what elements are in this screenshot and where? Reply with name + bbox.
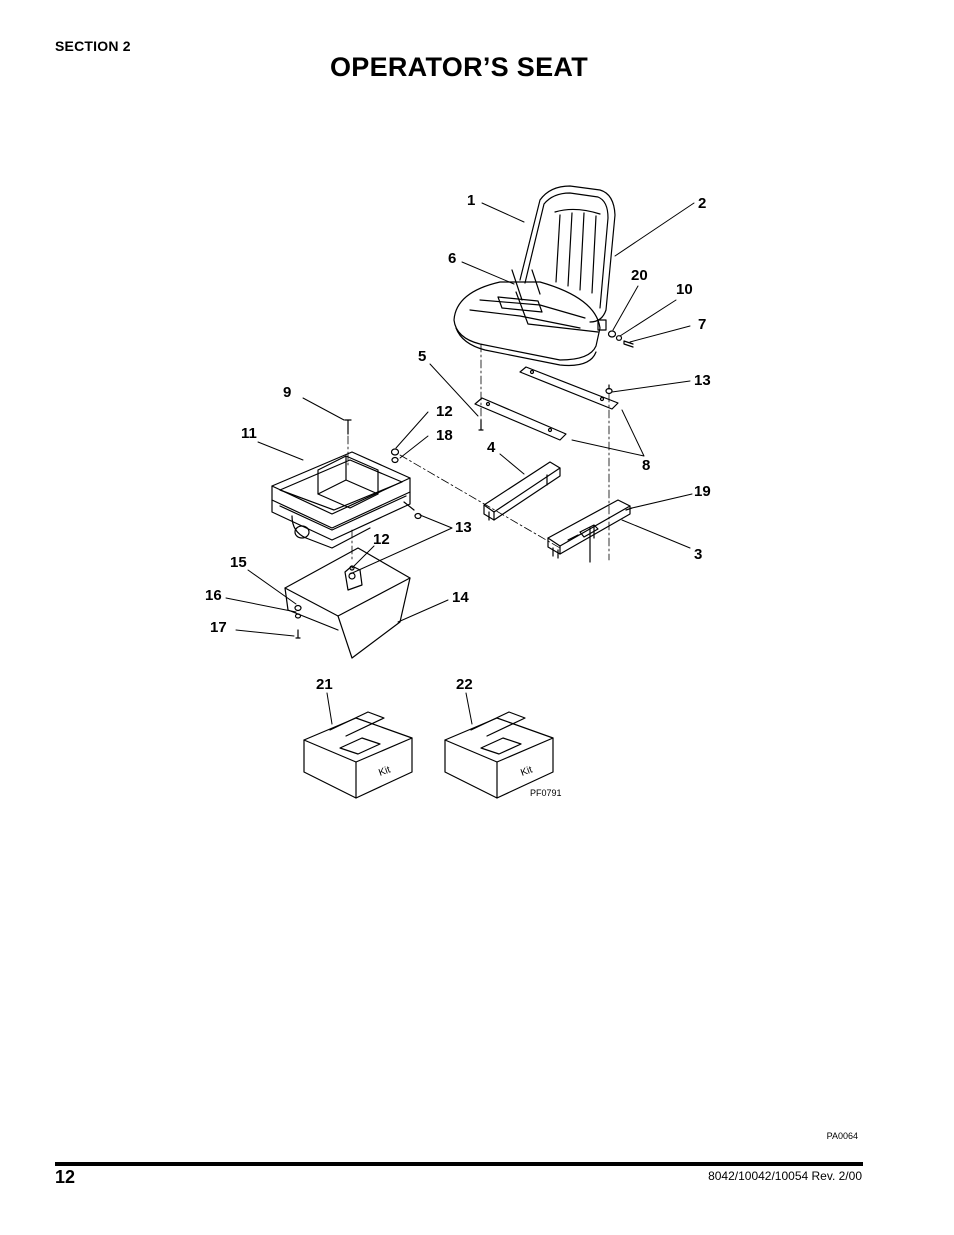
callout-11: 11 bbox=[241, 425, 257, 442]
page-title: OPERATOR’S SEAT bbox=[329, 52, 589, 82]
mounting-plate-14 bbox=[284, 547, 411, 659]
seat-assembly bbox=[453, 185, 616, 367]
slide-track-3 bbox=[547, 499, 631, 563]
callout-1: 1 bbox=[467, 192, 475, 209]
washer-10-icon bbox=[615, 335, 623, 341]
callout-19: 19 bbox=[694, 483, 711, 500]
kit-label-22: Kit bbox=[519, 764, 534, 778]
slide-track-4 bbox=[483, 461, 561, 521]
callout-6: 6 bbox=[448, 250, 456, 267]
mounting-rails bbox=[474, 366, 619, 441]
callout-20: 20 bbox=[631, 267, 648, 284]
page-number: 12 bbox=[55, 1167, 76, 1187]
leader-lines bbox=[225, 202, 695, 725]
callout-13b: 13 bbox=[455, 519, 472, 536]
kit-box-21 bbox=[303, 711, 413, 799]
callout-9: 9 bbox=[283, 384, 291, 401]
document-number: 8042/10042/10054 Rev. 2/00 bbox=[708, 1169, 862, 1183]
callout-5: 5 bbox=[418, 348, 426, 365]
kit-label-21: Kit bbox=[377, 764, 392, 778]
washer-20-icon bbox=[607, 330, 617, 338]
callout-7: 7 bbox=[698, 316, 706, 333]
bolt-7-icon bbox=[623, 340, 634, 348]
callout-12b: 12 bbox=[373, 531, 390, 548]
callout-17: 17 bbox=[210, 619, 227, 636]
callout-4: 4 bbox=[487, 439, 496, 456]
callout-21: 21 bbox=[316, 676, 333, 693]
callout-3: 3 bbox=[694, 546, 702, 563]
inner-figure-ref: PF0791 bbox=[530, 788, 562, 798]
callout-16: 16 bbox=[205, 587, 222, 604]
callout-numbers: 1 2 6 20 10 7 5 13 9 12 18 11 4 8 19 13 … bbox=[205, 192, 711, 693]
alignment-lines bbox=[347, 343, 610, 563]
suspension-base-11 bbox=[271, 451, 415, 549]
callout-8: 8 bbox=[642, 457, 650, 474]
callout-22: 22 bbox=[456, 676, 473, 693]
callout-2: 2 bbox=[698, 195, 706, 212]
callout-10: 10 bbox=[676, 281, 693, 298]
callout-12a: 12 bbox=[436, 403, 453, 420]
figure-reference: PA0064 bbox=[826, 1131, 858, 1141]
callout-13a: 13 bbox=[694, 372, 711, 389]
section-label: SECTION 2 bbox=[55, 38, 131, 54]
footer-rule bbox=[55, 1162, 863, 1166]
kit-box-22 bbox=[444, 711, 554, 799]
callout-15: 15 bbox=[230, 554, 247, 571]
callout-18: 18 bbox=[436, 427, 453, 444]
callout-14: 14 bbox=[452, 589, 469, 606]
